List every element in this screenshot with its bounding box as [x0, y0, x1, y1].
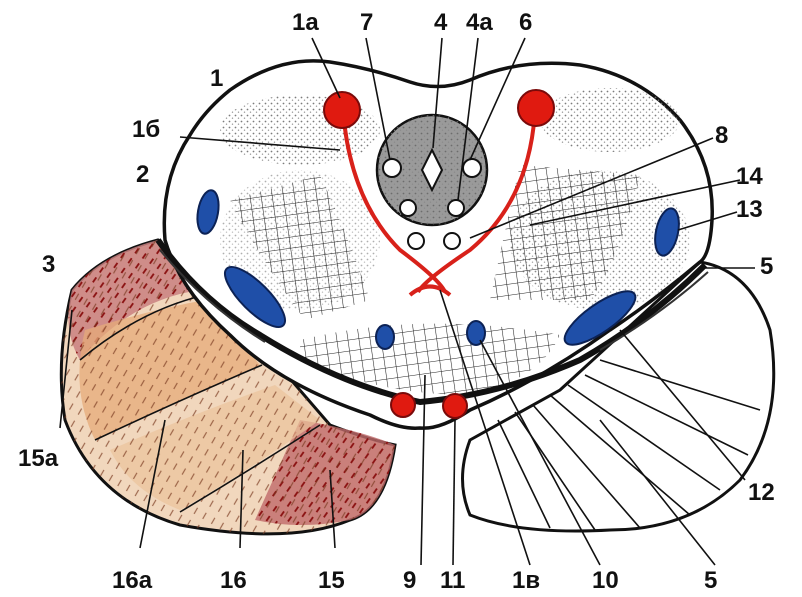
label-13: 13: [736, 196, 763, 223]
aqueduct-icon: [420, 147, 444, 193]
red-nucleus-icon: [323, 91, 361, 129]
label-6: 6: [519, 9, 532, 36]
blue-nuclei: [196, 189, 680, 350]
label-16a: 16а: [112, 567, 153, 594]
label-1: 1: [210, 65, 223, 92]
left-peduncle: [59, 238, 397, 536]
label-4a: 4а: [466, 9, 493, 36]
small-nucleus-icon: [447, 199, 465, 217]
blue-nucleus-icon: [224, 266, 286, 328]
leader-lines: [59, 37, 755, 566]
red-nuclei: [323, 89, 555, 419]
label-2: 2: [136, 161, 149, 188]
label-12: 12: [748, 479, 775, 506]
blue-nucleus-icon: [563, 290, 637, 346]
label-1b: 1б: [132, 116, 160, 143]
blue-nucleus-icon: [654, 207, 680, 257]
blue-nucleus-icon: [466, 320, 486, 346]
label-8: 8: [715, 122, 728, 149]
crossed-tract: [341, 109, 537, 297]
red-nucleus-icon: [517, 89, 555, 127]
label-16: 16: [220, 567, 247, 594]
small-nucleus-icon: [399, 199, 417, 217]
main-section: [155, 59, 714, 430]
label-5-bottom: 5: [704, 567, 717, 594]
label-15: 15: [318, 567, 345, 594]
label-3: 3: [42, 251, 55, 278]
label-14: 14: [736, 163, 763, 190]
label-11: 11: [440, 567, 465, 594]
small-nucleus-icon: [443, 232, 461, 250]
labels: 1а 7 4 4а 6 1 1б 2 3 8 14 13 5 12 15а 16…: [18, 9, 775, 594]
small-nucleus-icon: [382, 158, 402, 178]
label-5-right: 5: [760, 253, 773, 280]
label-10: 10: [592, 567, 619, 594]
label-1a: 1а: [292, 9, 319, 36]
small-nucleus-icon: [462, 158, 482, 178]
right-peduncle: [461, 260, 776, 533]
blue-nucleus-icon: [196, 189, 220, 235]
label-4: 4: [434, 9, 448, 36]
label-1v: 1в: [512, 567, 540, 594]
red-nucleus-icon: [442, 393, 468, 419]
label-15a: 15а: [18, 445, 59, 472]
label-7: 7: [360, 9, 373, 36]
central-nucleus: [375, 113, 489, 250]
small-nucleus-icon: [407, 232, 425, 250]
blue-nucleus-icon: [375, 324, 395, 350]
label-9: 9: [403, 567, 416, 594]
red-nucleus-icon: [390, 392, 416, 418]
